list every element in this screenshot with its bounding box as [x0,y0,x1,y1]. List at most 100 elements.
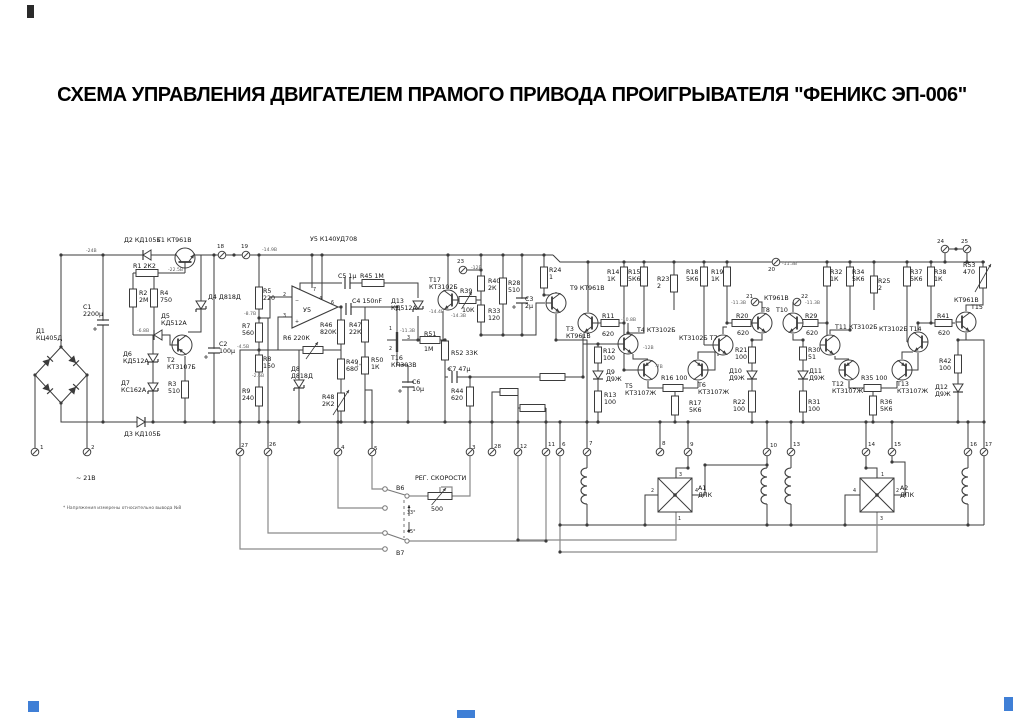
label-Т10: Т10 [775,307,788,314]
junction-dot [443,420,447,424]
resistor-R4 [150,288,158,308]
terminal-19 [241,250,251,260]
label-6: 6 [331,300,334,306]
label-4: 4 [695,488,698,494]
label-Т4-КТ3102Б: Т4 КТ3102Б [636,327,676,334]
terminal-8 [655,447,665,457]
resistor-R10 [499,388,519,396]
junction-dot [554,338,558,342]
label--Напряжения-измерены-отн: * Напряжения измерены относительно вывод… [63,505,181,511]
bridge-diode-2 [68,355,80,367]
junction-dot [801,420,805,424]
label-Д4-Д818Д: Д4 Д818Д [208,294,241,301]
resistor-R20 [731,319,752,327]
junction-dot [468,420,472,424]
terminal-21 [750,297,760,307]
junction-dot [686,466,690,470]
label-1: 1 [881,472,884,478]
bridge-rectifier-Д1 [33,345,89,405]
resistor-R37 [903,266,911,287]
junction-dot [943,260,947,264]
resistor-R30 [799,346,807,361]
junction-dot [703,463,707,467]
junction-dot [871,420,875,424]
terminal-27 [235,447,245,457]
scan-artifact-bottom-right [1004,697,1013,711]
junction-dot [626,331,630,335]
label-28: 28 [494,444,502,450]
label-4: 4 [319,296,322,302]
transistor-Т12 [838,359,860,381]
label--11-3В: -11.3В [805,300,820,306]
label-26: 26 [269,442,277,448]
label-620: 620 [737,330,749,337]
resistor-R22 [748,390,756,413]
diode-Д4 [195,300,207,312]
transistor-Т2 [171,334,193,356]
terminal-4 [333,447,343,457]
transistor-Т5 [637,359,659,381]
transistor-Т7 [712,334,734,356]
resistor-R8 [255,354,263,373]
resistor-R53 [974,263,992,293]
label--14-3В: -14.3В [451,313,466,319]
label--8-7В: -8.7В [244,311,256,317]
junction-dot [183,420,187,424]
junction-dot [212,253,216,257]
junction-dot [672,260,676,264]
junction-dot [848,260,852,264]
resistor-R32 [823,266,831,287]
junction-dot [929,321,933,325]
resistor-R36 [869,395,877,416]
junction-dot [310,253,314,257]
label-12: 12 [520,444,527,450]
junction-dot [966,420,970,424]
junction-dot [446,253,450,257]
junction-dot [825,260,829,264]
junction-dot [643,523,647,527]
junction-dot [789,420,793,424]
junction-dot [257,253,261,257]
label-620: 620 [938,330,950,337]
resistor-R18 [700,266,708,287]
junction-dot [848,328,852,332]
resistor-R16 [662,384,684,392]
label-10К: 10К [462,307,475,314]
label--14-4В: -14.4В [429,309,444,315]
label--10-8В: -10.8В [621,317,636,323]
transistor-Т1 [174,247,196,269]
label-КТ961В: КТ961В [764,295,789,302]
scan-artifact-bottom-left [28,701,39,712]
wire-net-secondary [239,456,878,553]
junction-dot [916,321,920,325]
label-20: 20 [768,267,776,273]
terminal-17 [979,447,989,457]
junction-dot [725,260,729,264]
label-2: 2 [896,488,899,494]
resistor-R21 [748,346,756,364]
resistor-R17 [671,395,679,416]
label--14-9В: -14.9В [262,247,277,253]
resistor-R28 [499,277,507,305]
label-23: 23 [457,259,465,265]
label-15: 15 [894,442,902,448]
scan-artifact-bottom-center [457,710,475,718]
hall-sensor-А1 [657,477,693,513]
junction-dot [658,420,662,424]
label--24В: -24В [86,248,97,254]
